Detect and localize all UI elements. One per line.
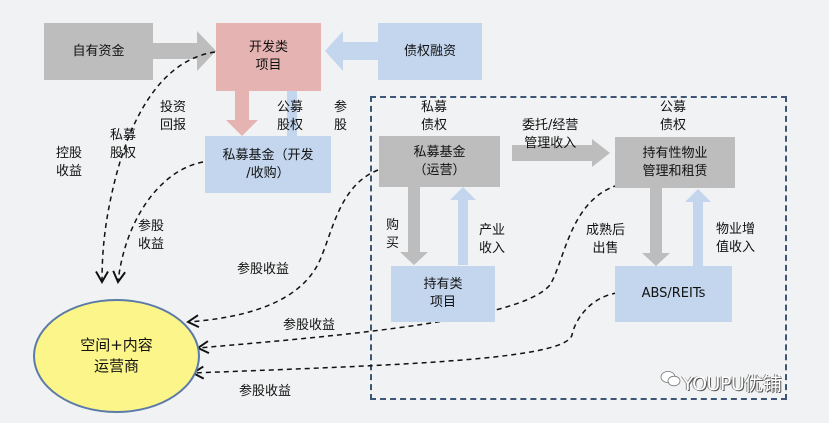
label-sell-mature: 成熟后 出售 — [586, 223, 626, 256]
debt-financing-box: 债权融资 — [378, 23, 482, 80]
operations-boundary-frame — [370, 96, 787, 400]
label-public-equity: 公募 股权 — [277, 100, 304, 133]
label-equity-return-4: 参股收益 — [239, 384, 292, 399]
abs-reits-box: ABS/REITs — [615, 266, 732, 322]
pe-fund-ops-box: 私募基金 （运营） — [379, 136, 500, 187]
label-public-debt: 公募 债权 — [660, 100, 687, 133]
dashed-equity-return-2 — [186, 169, 379, 329]
label-industry-income: 产业 收入 — [479, 223, 506, 256]
dev-project-box: 开发类 项目 — [216, 23, 321, 91]
operator-oval: 空间+内容 运营商 — [33, 299, 200, 413]
dashed-equity-return-3 — [196, 184, 619, 354]
arrow-purchase — [400, 186, 428, 265]
label-investment-return: 投资 回报 — [160, 100, 187, 133]
dashed-equity-return-1 — [112, 161, 204, 284]
pe-fund-dev-box: 私募基金（开发 /收购） — [205, 136, 331, 193]
arrow-mgmt-income — [512, 139, 610, 167]
own-funds-box: 自有资金 — [44, 23, 153, 80]
arrow-debt-to-dev — [325, 31, 378, 71]
label-equity-return-1: 参股 收益 — [138, 219, 165, 252]
label-private-debt: 私募 债权 — [421, 100, 448, 133]
label-purchase: 购 买 — [386, 218, 400, 251]
label-equity-stake: 参 股 — [334, 100, 348, 133]
arrow-sell-mature — [642, 188, 670, 266]
dashed-equity-return-4 — [191, 292, 618, 380]
arrow-value-add — [685, 189, 711, 266]
label-holding-return: 控股 收益 — [56, 146, 83, 179]
label-equity-return-3: 参股收益 — [283, 318, 336, 333]
arrow-dev-to-pe-fund — [226, 90, 258, 136]
holding-property-box: 持有性物业 管理和租赁 — [615, 137, 735, 188]
holding-project-box: 持有类 项目 — [391, 266, 495, 322]
label-value-add-income: 物业增 值收入 — [716, 222, 756, 255]
label-private-equity: 私募 股权 — [110, 128, 137, 161]
bar-public-equity — [287, 90, 297, 136]
dashed-holding-return — [95, 51, 216, 284]
label-mgmt-income: 委托/经营 管理收入 — [522, 118, 579, 151]
watermark-youpu: YOUPU优铺 — [682, 373, 782, 395]
label-equity-return-2: 参股收益 — [237, 262, 290, 277]
arrow-industry-income — [450, 187, 476, 265]
arrow-own-funds-to-dev — [153, 31, 216, 71]
wechat-icon — [660, 371, 681, 387]
